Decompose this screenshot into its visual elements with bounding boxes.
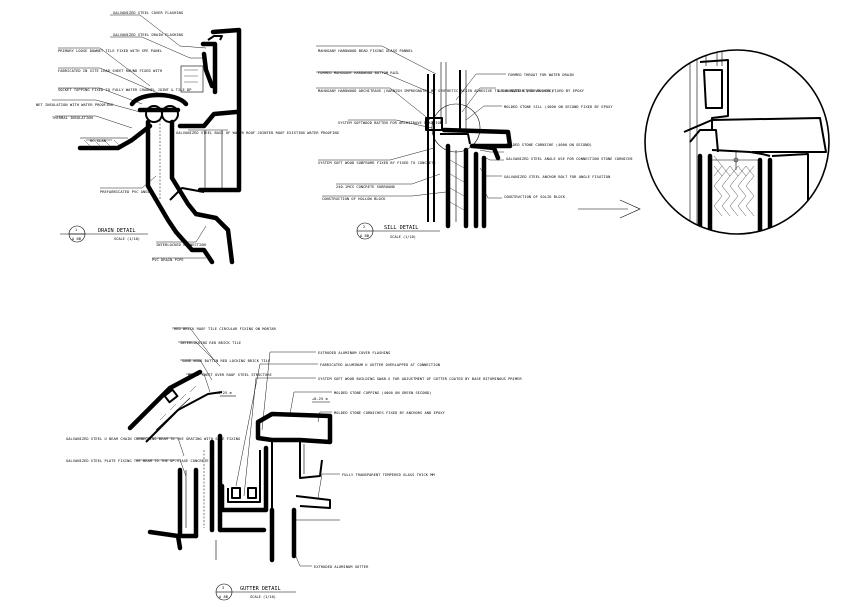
drain-label-6: NET INSULATION WITH WATER PROOFING bbox=[36, 103, 113, 107]
sill-label-r3: MOLDED STONE SILL (4000 ON SECOND FIXED … bbox=[504, 105, 613, 109]
sill-label-r1: FORMED THROAT FOR WATER DRAIN bbox=[508, 73, 574, 77]
drain-label-10: PREFABRICATED PVC ANGLE bbox=[100, 190, 152, 194]
sill-label-l4: SYSTEM SOFTWOOD BATTEN FOR ARCHITRAVE FI… bbox=[338, 121, 442, 125]
gutter-dim-2: +8.25 m bbox=[312, 397, 328, 401]
sill-enlarged-view bbox=[644, 49, 830, 235]
gutter-label-l4: METAL SHEET OVER ROOF STEEL STRUCTURE bbox=[188, 373, 272, 377]
sill-label-l3: MAHOGANY HARDWOOD ARCHITRAVE (VARNISH IM… bbox=[318, 89, 553, 93]
drain-label-5: SOCKET TOPPING FIXED TO FULLY WATER CHAN… bbox=[58, 88, 192, 92]
sill-label-l7: CONSTRUCTION OF HOLLOW BLOCK bbox=[322, 197, 386, 201]
zoom-arrow bbox=[578, 199, 641, 219]
sill-label-l5: SYSTEM SOFT WOOD SUBFRAME FIXED BY FIXED… bbox=[318, 161, 436, 165]
gutter-label-r2: FABRICATED ALUMINUM U GUTTER OVERLAPPED … bbox=[320, 363, 440, 367]
sill-label-r4: MOLDED STONE CORNICHE (4000 ON SECOND) bbox=[506, 143, 592, 147]
sill-title: SILL DETAIL bbox=[384, 225, 418, 231]
sill-label-l1: MAHOGANY HARDWOOD BEAD FIXING GLASS PANN… bbox=[318, 49, 413, 53]
drain-label-7: THERMAL INSULATION bbox=[52, 116, 93, 120]
sill-callout-ref: A 8B bbox=[360, 234, 369, 238]
gutter-label-l2: INTERLOCKING RED BRICK TILE bbox=[180, 341, 241, 345]
gutter-label-r5: MOLDED STONE CORNICHES FIXED BY ANCHORS … bbox=[334, 411, 446, 415]
sill-callout-num: 2 bbox=[363, 225, 365, 229]
drain-label-4: FABRICATED IN SITE LEAD SHEET ROUND FIXE… bbox=[58, 69, 162, 73]
gutter-scale: SCALE (1/10) bbox=[250, 595, 276, 599]
gutter-label-l6: GALVANIZED STEEL PLATE FIXING THE BEAM T… bbox=[66, 459, 209, 463]
gutter-label-l1: RED BRICK ROOF TILE CIRCULAR FIXING ON M… bbox=[174, 327, 277, 331]
gutter-detail: RED BRICK ROOF TILE CIRCULAR FIXING ON M… bbox=[66, 327, 522, 601]
drain-callout-ref: A 8B bbox=[72, 237, 81, 241]
gutter-label-r3: SYSTEM SOFT WOOD BUILDING GWAB-S FOR ADJ… bbox=[318, 377, 522, 381]
gutter-title: GUTTER DETAIL bbox=[240, 586, 281, 592]
drain-label-8: RC SLAB bbox=[90, 139, 106, 143]
gutter-label-r7: EXTRUDED ALUMINUM GUTTER bbox=[314, 565, 369, 569]
sill-label-l2: FORMED MAHOGANY HARDWOOD BOTTOM RAIL bbox=[318, 71, 400, 75]
sill-label-r6: GALVANIZED STEEL ANCHOR BOLT FOR ANGLE F… bbox=[504, 175, 610, 179]
drain-label-3: PRIMARY LOOSE DOWNET TILE FIXED WITH SPE… bbox=[58, 49, 162, 53]
gutter-label-r6: FULLY TRANSPARENT TEMPERED GLASS THICK M… bbox=[342, 473, 436, 477]
sill-label-r7: CONSTRUCTION OF SOLID BLOCK bbox=[504, 195, 566, 199]
gutter-label-l5: GALVANIZED STEEL U BEAM CHAIN CONNECTING… bbox=[66, 437, 240, 441]
gutter-label-r4: MOLDED STONE COPPING (4000 ON GREEN SECO… bbox=[334, 391, 431, 395]
gutter-label-r1: EXTRUDED ALUMINUM COVER FLASHING bbox=[318, 351, 390, 355]
drain-label-1: GALVANIZED STEEL COVER FLASHING bbox=[113, 11, 183, 15]
sill-scale: SCALE (1/10) bbox=[390, 235, 416, 239]
sill-zoom-marker bbox=[431, 103, 481, 153]
gutter-label-l3: SAND WOOD BATTEN RED LOCKING BRICK TILE bbox=[182, 359, 270, 363]
drain-label-2: GALVANIZED STEEL DRAIN FLASHING bbox=[113, 33, 183, 37]
sill-label-r5: GALVANIZED STEEL ANGLE USE FOR CONNECTIO… bbox=[506, 157, 633, 161]
drain-callout-num: 1 bbox=[75, 228, 77, 232]
gutter-callout-num: 3 bbox=[222, 586, 224, 590]
gutter-callout-ref: A 8B bbox=[219, 595, 228, 599]
sill-detail: MAHOGANY HARDWOOD BEAD FIXING GLASS PANN… bbox=[316, 45, 633, 240]
drain-label-11: INTERLOCKED CONNECTION bbox=[156, 243, 206, 247]
drain-scale: SCALE (1/10) bbox=[114, 237, 140, 241]
drain-detail: GALVANIZED STEEL COVER FLASHING GALVANIZ… bbox=[36, 11, 339, 265]
gutter-dim-1: +9.25 m bbox=[216, 391, 232, 395]
sill-label-r2: GALVANIZED STEEL ANCHOR FIXED BY EPOXY bbox=[498, 89, 585, 93]
drain-title: DRAIN DETAIL bbox=[98, 228, 135, 234]
sill-label-l6: 240.1MCS CONCRETE SURROUND bbox=[336, 185, 395, 189]
drain-label-12: PVC DRAIN PIPE bbox=[152, 258, 184, 262]
drain-label-9: GALVANIZED STEEL BASE OF WATER ROOF JOIN… bbox=[176, 131, 339, 135]
